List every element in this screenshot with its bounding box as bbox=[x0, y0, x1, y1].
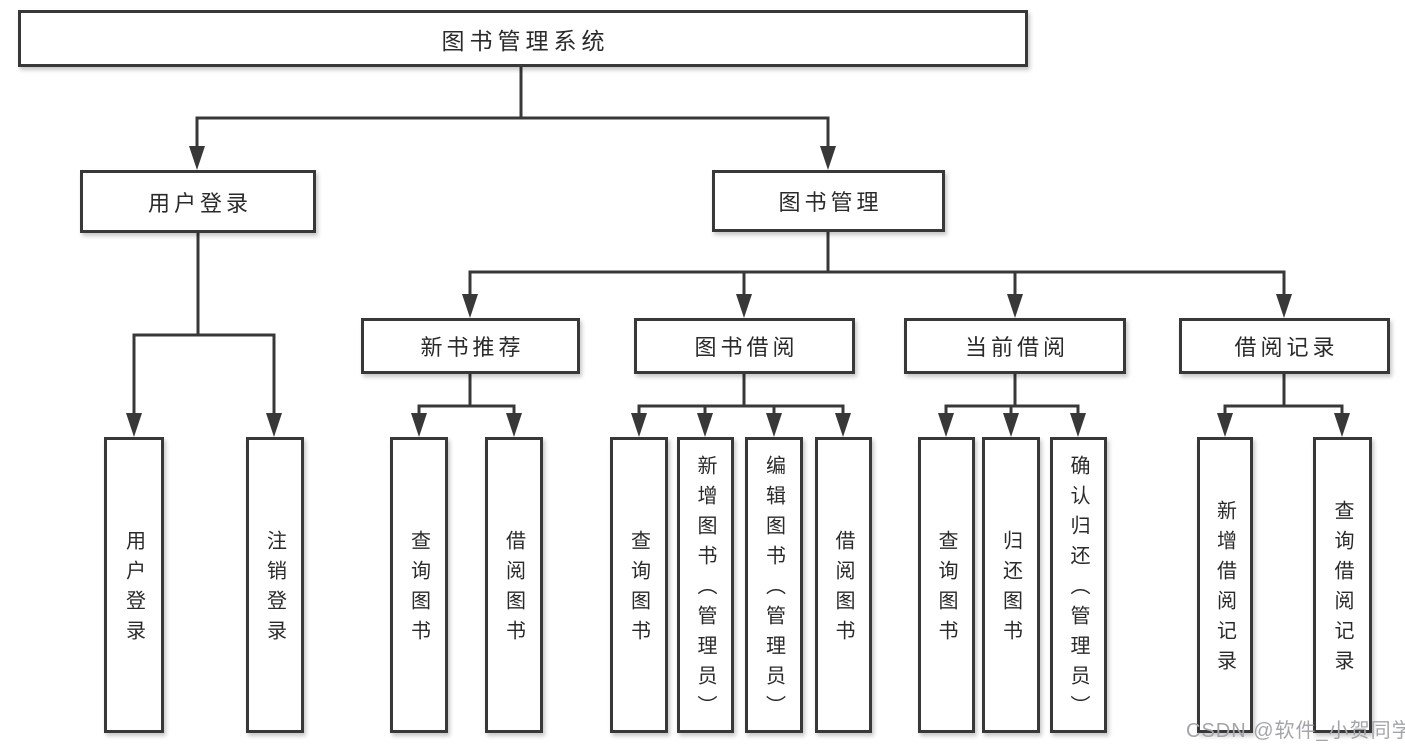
leaf-query-borrow-record: 查询借阅记录 bbox=[1313, 437, 1372, 733]
leaf-logout-label: 注销登录 bbox=[263, 530, 286, 650]
node-user-login: 用户登录 bbox=[80, 170, 316, 233]
leaf-borrow-books: 借阅图书 bbox=[815, 437, 872, 733]
leaf-user-login: 用户登录 bbox=[104, 437, 164, 733]
leaf-add-borrow-record-label: 新增借阅记录 bbox=[1213, 500, 1236, 680]
node-library-system: 图书管理系统 bbox=[18, 10, 1028, 67]
leaf-user-login-label: 用户登录 bbox=[122, 530, 145, 650]
leaf-edit-books-admin-label: 编辑图书（管理员） bbox=[762, 455, 785, 725]
node-book-management: 图书管理 bbox=[712, 170, 945, 232]
leaf-query-books-borrow-label: 查询图书 bbox=[627, 530, 650, 650]
node-current-borrow: 当前借阅 bbox=[904, 318, 1126, 374]
leaf-query-books-recommend: 查询图书 bbox=[390, 437, 448, 733]
leaf-borrow-books-recommend-label: 借阅图书 bbox=[502, 530, 525, 650]
leaf-query-books-borrow: 查询图书 bbox=[610, 437, 668, 733]
leaf-borrow-books-label: 借阅图书 bbox=[832, 530, 854, 650]
node-new-book-recommend-label: 新书推荐 bbox=[420, 335, 525, 360]
connector-borrow-record-to-leaves bbox=[1217, 372, 1350, 437]
leaf-query-books-current-label: 查询图书 bbox=[935, 530, 957, 650]
node-library-system-label: 图书管理系统 bbox=[441, 27, 610, 54]
leaf-edit-books-admin: 编辑图书（管理员） bbox=[745, 437, 803, 733]
csdn-watermark: CSDN @软件_小贺同学 bbox=[1186, 720, 1405, 742]
node-user-login-label: 用户登录 bbox=[147, 190, 252, 216]
node-current-borrow-label: 当前借阅 bbox=[964, 335, 1069, 360]
leaf-add-books-admin-label: 新增图书（管理员） bbox=[694, 455, 716, 725]
connector-current-borrow-to-leaves bbox=[938, 372, 1086, 437]
connector-root-to-level2 bbox=[189, 64, 836, 170]
leaf-confirm-return-admin-label: 确认归还（管理员） bbox=[1067, 455, 1089, 725]
leaf-logout: 注销登录 bbox=[246, 437, 304, 733]
leaf-add-borrow-record: 新增借阅记录 bbox=[1197, 437, 1253, 733]
connector-book-management-to-level3 bbox=[462, 230, 1292, 318]
connector-user-login-to-leaves bbox=[126, 231, 282, 437]
leaf-query-borrow-record-label: 查询借阅记录 bbox=[1331, 500, 1353, 680]
node-borrow-record: 借阅记录 bbox=[1179, 318, 1390, 374]
connector-new-book-to-leaves bbox=[411, 372, 522, 437]
connector-book-borrow-to-leaves bbox=[631, 372, 851, 437]
leaf-query-books-recommend-label: 查询图书 bbox=[407, 530, 430, 650]
leaf-confirm-return-admin: 确认归还（管理员） bbox=[1050, 437, 1107, 733]
node-book-borrow-label: 图书借阅 bbox=[694, 335, 799, 360]
node-new-book-recommend: 新书推荐 bbox=[361, 318, 580, 374]
leaf-return-books-label: 归还图书 bbox=[999, 530, 1022, 650]
leaf-query-books-current: 查询图书 bbox=[918, 437, 975, 733]
node-book-management-label: 图书管理 bbox=[778, 190, 883, 215]
node-borrow-record-label: 借阅记录 bbox=[1234, 335, 1339, 360]
leaf-borrow-books-recommend: 借阅图书 bbox=[485, 437, 543, 733]
node-book-borrow: 图书借阅 bbox=[634, 318, 855, 374]
leaf-return-books: 归还图书 bbox=[982, 437, 1040, 733]
leaf-add-books-admin: 新增图书（管理员） bbox=[677, 437, 734, 733]
